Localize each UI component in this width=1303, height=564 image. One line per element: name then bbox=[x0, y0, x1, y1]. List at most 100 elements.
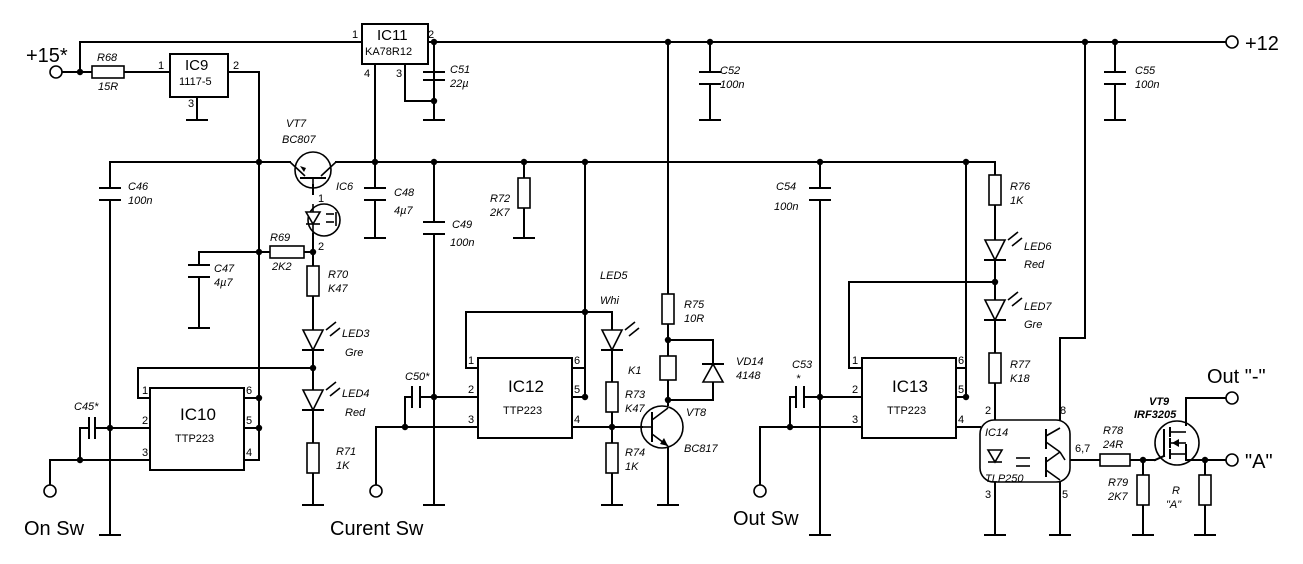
pins-p6-label: 6 bbox=[246, 385, 252, 397]
capacitors-c51-name-label: C51 bbox=[450, 64, 470, 76]
pins-p1-label: 1 bbox=[318, 193, 324, 205]
ic11-body bbox=[361, 23, 429, 65]
pins-p1-label: 1 bbox=[468, 355, 474, 367]
pins-p5-label: 5 bbox=[1062, 489, 1068, 501]
resistors-r78-name-label: R78 bbox=[1103, 425, 1124, 437]
pins-p4-label: 4 bbox=[364, 68, 370, 80]
resistors-r69-value-label: 2K2 bbox=[271, 261, 292, 273]
r74-body bbox=[605, 442, 619, 474]
resistors-ra-name-label: R bbox=[1172, 485, 1180, 497]
capacitors-c47-value-label: 4µ7 bbox=[214, 277, 233, 289]
capacitors-c48-name-label: C48 bbox=[394, 187, 415, 199]
r70-body bbox=[306, 265, 320, 297]
terminal-on-sw bbox=[43, 484, 57, 498]
terminal-plus15 bbox=[49, 65, 63, 79]
led5-symbol bbox=[600, 321, 640, 352]
resistors-r74-value-label: 1K bbox=[625, 461, 639, 473]
resistors-r69-name-label: R69 bbox=[270, 232, 290, 244]
led3-symbol bbox=[301, 321, 341, 352]
misc-vd14-part-label: 4148 bbox=[736, 370, 761, 382]
capacitors-c48-value-label: 4µ7 bbox=[394, 205, 413, 217]
ic14-internals bbox=[986, 427, 1066, 481]
capacitors-c50-name-label: C50* bbox=[405, 371, 430, 383]
led4-symbol bbox=[301, 381, 341, 412]
capacitors-c54-value-label: 100n bbox=[774, 201, 798, 213]
misc-vd14-name-label: VD14 bbox=[736, 356, 764, 368]
r76-body bbox=[988, 174, 1002, 206]
capacitors-c55-value-label: 100n bbox=[1135, 79, 1159, 91]
resistors-r70-value-label: K47 bbox=[328, 283, 348, 295]
transistors-vt9-part-label: IRF3205 bbox=[1134, 409, 1177, 421]
resistors-r71-value-label: 1K bbox=[336, 460, 350, 472]
label-out-a: "A" bbox=[1245, 451, 1273, 473]
resistors-r74-name-label: R74 bbox=[625, 447, 645, 459]
resistors-r77-value-label: K18 bbox=[1010, 373, 1030, 385]
capacitors-c53-name-label: C53 bbox=[792, 359, 813, 371]
pins-p1-label: 1 bbox=[852, 355, 858, 367]
ic9-part: 1117-5 bbox=[179, 76, 212, 88]
resistors-r70-name-label: R70 bbox=[328, 269, 349, 281]
r69-body bbox=[269, 245, 305, 259]
terminal-out-a bbox=[1225, 453, 1239, 467]
capacitors-c49-value-label: 100n bbox=[450, 237, 474, 249]
capacitors-c51-value-label: 22µ bbox=[449, 78, 469, 90]
ic13-body bbox=[861, 357, 957, 439]
transistors-vt7-name-label: VT7 bbox=[286, 118, 307, 130]
vt9-symbol bbox=[1153, 420, 1200, 466]
transistors-vt8-part-label: BC817 bbox=[684, 443, 719, 455]
ic9-body bbox=[169, 53, 229, 98]
resistors-r76-value-label: 1K bbox=[1010, 195, 1024, 207]
r73-body bbox=[605, 381, 619, 413]
ic12-name: IC12 bbox=[508, 377, 544, 396]
ic11-part: KA78R12 bbox=[365, 46, 412, 58]
leds-led4-color-label: Red bbox=[345, 407, 366, 419]
leds-led3-name-label: LED3 bbox=[342, 328, 370, 340]
pins-p6-label: 6 bbox=[958, 355, 964, 367]
pins-p2-label: 2 bbox=[142, 415, 148, 427]
pins-p67-label: 6,7 bbox=[1075, 443, 1090, 455]
pins-p5-label: 5 bbox=[958, 384, 964, 396]
pins-p5-label: 5 bbox=[574, 384, 580, 396]
pins-p3-label: 3 bbox=[852, 414, 858, 426]
leds-led5-name-label: LED5 bbox=[600, 270, 628, 282]
led7-symbol bbox=[983, 291, 1023, 322]
leds-led7-name-label: LED7 bbox=[1024, 301, 1052, 313]
resistors-r73-name-label: R73 bbox=[625, 389, 646, 401]
resistors-r79-value-label: 2K7 bbox=[1107, 491, 1128, 503]
resistors-ra-value-label: "A" bbox=[1166, 499, 1182, 511]
pins-p2-label: 2 bbox=[468, 384, 474, 396]
transistors bbox=[289, 151, 1200, 466]
terminals bbox=[43, 35, 1239, 498]
pins-p3-label: 3 bbox=[468, 414, 474, 426]
terminal-curent-sw bbox=[369, 484, 383, 498]
pins-p2-label: 2 bbox=[852, 384, 858, 396]
ic10-body bbox=[149, 387, 245, 471]
resistors-r68-value-label: 15R bbox=[98, 81, 118, 93]
terminal-out-sw bbox=[753, 484, 767, 498]
leds-led4-name-label: LED4 bbox=[342, 388, 370, 400]
r79-body bbox=[1136, 474, 1150, 506]
ra-body bbox=[1198, 474, 1212, 506]
leds-led7-color-label: Gre bbox=[1024, 319, 1042, 331]
resistors-r75-value-label: 10R bbox=[684, 313, 704, 325]
ic6-symbol bbox=[304, 203, 341, 237]
capacitors-c53-value-label: * bbox=[796, 373, 801, 385]
resistors-r72-name-label: R72 bbox=[490, 193, 510, 205]
misc-k1-name-label: K1 bbox=[628, 365, 641, 377]
transistors-vt7-part-label: BC807 bbox=[282, 134, 317, 146]
r75-body bbox=[661, 293, 675, 325]
ic12-body bbox=[477, 357, 573, 439]
leds bbox=[301, 231, 1023, 412]
label-out-sw: Out Sw bbox=[733, 508, 799, 530]
capacitors-c52-value-label: 100n bbox=[720, 79, 744, 91]
led6-symbol bbox=[983, 231, 1023, 262]
resistors-r68-name-label: R68 bbox=[97, 52, 118, 64]
capacitors bbox=[79, 71, 1126, 439]
terminal-plus12 bbox=[1225, 35, 1239, 49]
pins-p4-label: 4 bbox=[246, 447, 252, 459]
transistors-vt8-name-label: VT8 bbox=[686, 407, 707, 419]
resistors-r75-name-label: R75 bbox=[684, 299, 705, 311]
r77-body bbox=[988, 352, 1002, 384]
pins-p1-label: 1 bbox=[142, 385, 148, 397]
